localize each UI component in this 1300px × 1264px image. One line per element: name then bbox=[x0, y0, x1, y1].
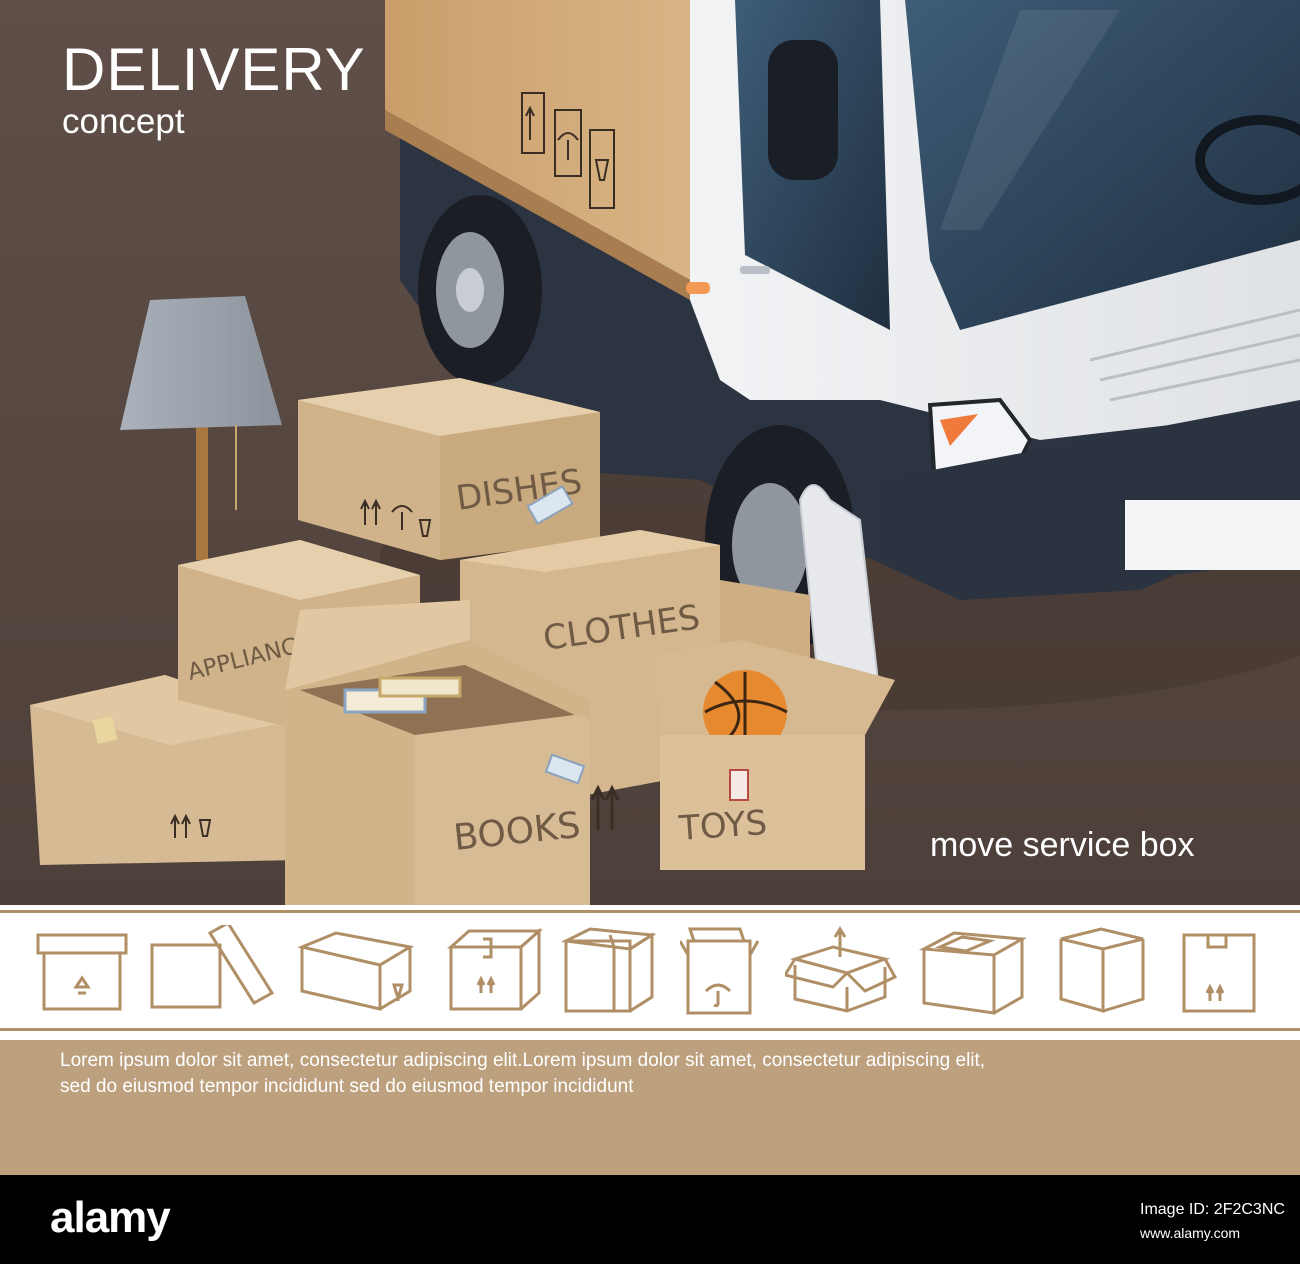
closed-box-up-arrow-icon bbox=[36, 933, 128, 1011]
cargo-handling-symbols bbox=[521, 92, 615, 209]
image-id: Image ID: 2F2C3NC bbox=[1140, 1201, 1285, 1218]
plain-cube-box-icon bbox=[1059, 927, 1145, 1013]
open-box-arrow-out-icon bbox=[785, 926, 898, 1013]
scene-illustration: DISHES APPLIANCES bbox=[0, 0, 1300, 905]
rear-wheel bbox=[418, 195, 542, 385]
delivery-scene: DISHES APPLIANCES bbox=[0, 0, 1300, 905]
footer-text-panel: Lorem ipsum dolor sit amet, consectetur … bbox=[0, 1040, 1300, 1175]
banner-tagline: move service box bbox=[930, 826, 1195, 864]
white-bag bbox=[798, 484, 882, 701]
license-plate bbox=[1125, 500, 1300, 570]
open-box-umbrella-icon bbox=[680, 927, 760, 1015]
open-lid-box-icon bbox=[150, 925, 275, 1009]
divider-top bbox=[0, 910, 1300, 913]
box-dishes: DISHES bbox=[298, 378, 600, 560]
stock-logo: alamy bbox=[50, 1193, 171, 1242]
delivery-truck bbox=[385, 0, 1300, 701]
box-back-left bbox=[30, 675, 300, 865]
box-icons bbox=[0, 925, 1300, 1020]
divider-bottom bbox=[0, 1028, 1300, 1031]
cardboard-boxes: DISHES APPLIANCES bbox=[30, 378, 895, 905]
box-books: BOOKS bbox=[285, 600, 620, 905]
stock-site: www.alamy.com bbox=[1140, 1225, 1241, 1241]
banner-title: DELIVERY bbox=[62, 36, 366, 103]
box-toys: TOYS bbox=[655, 640, 895, 870]
box-label-toys: TOYS bbox=[677, 803, 769, 849]
credit-bar: alamy Image ID: 2F2C3NC www.alamy.com bbox=[0, 1175, 1300, 1264]
cargo-box bbox=[385, 0, 690, 280]
banner-subtitle: concept bbox=[62, 102, 185, 141]
cube-box-tape-icon bbox=[560, 927, 657, 1013]
taped-cube-box-icon bbox=[918, 931, 1027, 1015]
side-mirror bbox=[768, 40, 838, 180]
flat-box-fragile-icon bbox=[298, 931, 415, 1011]
footer-line-2: sed do eiusmod tempor incididunt sed do … bbox=[60, 1076, 634, 1097]
box-clothes: CLOTHES bbox=[460, 530, 810, 800]
label-box-up-arrows-icon bbox=[1182, 933, 1256, 1013]
floor-lamp bbox=[120, 296, 282, 560]
windshield bbox=[905, 0, 1300, 330]
footer-text: Lorem ipsum dolor sit amet, consectetur … bbox=[60, 1048, 1260, 1100]
lamp-shade bbox=[120, 296, 282, 430]
footer-line-1: Lorem ipsum dolor sit amet, consectetur … bbox=[60, 1050, 986, 1071]
taped-box-up-arrows-icon bbox=[447, 927, 543, 1011]
box-icon-strip bbox=[0, 905, 1300, 1035]
